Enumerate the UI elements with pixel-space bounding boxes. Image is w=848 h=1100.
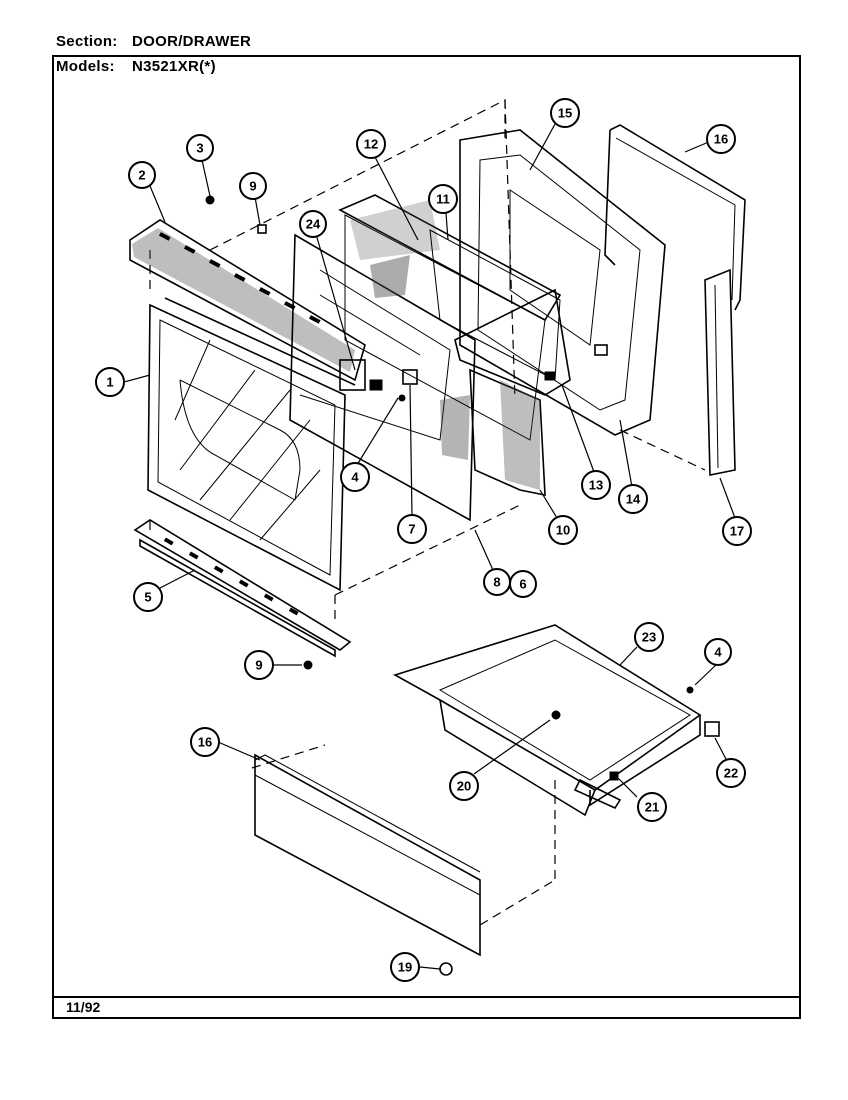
svg-text:14: 14 [626, 492, 641, 507]
svg-text:15: 15 [558, 106, 572, 121]
svg-text:24: 24 [306, 217, 321, 232]
callout-22: 22 [716, 758, 746, 788]
svg-text:17: 17 [730, 524, 744, 539]
svg-text:8: 8 [493, 575, 500, 590]
svg-text:7: 7 [408, 522, 415, 537]
svg-text:21: 21 [645, 800, 659, 815]
callout-16-upper: 16 [706, 124, 736, 154]
models-header: Models: N3521XR(*) [56, 58, 216, 75]
callout-19: 19 [390, 952, 420, 982]
models-value: N3521XR(*) [132, 58, 216, 75]
callout-23: 23 [634, 622, 664, 652]
drawer-front-panel [254, 753, 481, 957]
door-outer-panel [147, 297, 356, 592]
door-side-trim [704, 268, 736, 476]
door-top-trim [129, 219, 366, 382]
footer-divider [52, 996, 801, 998]
callout-7: 7 [397, 514, 427, 544]
drawer-pan [392, 624, 702, 817]
door-liner-frame [459, 129, 666, 436]
callout-8: 8 [483, 568, 511, 596]
callout-6: 6 [509, 570, 537, 598]
svg-text:4: 4 [351, 470, 359, 485]
svg-text:16: 16 [714, 132, 728, 147]
svg-text:9: 9 [249, 179, 256, 194]
svg-text:12: 12 [364, 137, 378, 152]
callout-1: 1 [95, 367, 125, 397]
svg-text:11: 11 [436, 192, 450, 207]
diagram-frame [52, 55, 801, 1019]
svg-text:1: 1 [106, 375, 113, 390]
insulation-and-glass-pack [338, 194, 571, 496]
section-header: Section: DOOR/DRAWER [56, 33, 251, 50]
callout-13: 13 [581, 470, 611, 500]
callout-11: 11 [428, 184, 458, 214]
fasteners [205, 195, 720, 976]
date-code: 11/92 [66, 999, 101, 1015]
callout-17: 17 [722, 516, 752, 546]
leader-lines [123, 123, 736, 970]
callout-15: 15 [550, 98, 580, 128]
svg-text:6: 6 [519, 577, 526, 592]
svg-text:20: 20 [457, 779, 471, 794]
callout-20: 20 [449, 771, 479, 801]
callout-9-lower: 9 [244, 650, 274, 680]
callout-14: 14 [618, 484, 648, 514]
svg-text:9: 9 [255, 658, 262, 673]
door-gasket [604, 124, 746, 311]
door-hinge-hardware [339, 344, 608, 402]
callout-10: 10 [548, 515, 578, 545]
callout-3: 3 [186, 134, 214, 162]
svg-text:13: 13 [589, 478, 603, 493]
svg-text:23: 23 [642, 630, 656, 645]
svg-text:22: 22 [724, 766, 738, 781]
callout-16-lower: 16 [190, 727, 220, 757]
svg-text:10: 10 [556, 523, 570, 538]
svg-text:19: 19 [398, 960, 412, 975]
callout-24: 24 [299, 210, 327, 238]
callout-12: 12 [356, 129, 386, 159]
section-value: DOOR/DRAWER [132, 33, 252, 50]
callout-2: 2 [128, 161, 156, 189]
svg-text:3: 3 [196, 141, 203, 156]
callout-4-lower: 4 [704, 638, 732, 666]
svg-text:4: 4 [714, 645, 722, 660]
section-label: Section: [56, 33, 118, 50]
callout-9-upper: 9 [239, 172, 267, 200]
callout-21: 21 [637, 792, 667, 822]
door-bottom-trim [133, 519, 352, 658]
svg-text:5: 5 [144, 590, 151, 605]
callout-5: 5 [133, 582, 163, 612]
svg-text:2: 2 [138, 168, 145, 183]
models-label: Models: [56, 58, 115, 75]
svg-text:16: 16 [198, 735, 212, 750]
callout-4-upper: 4 [340, 462, 370, 492]
